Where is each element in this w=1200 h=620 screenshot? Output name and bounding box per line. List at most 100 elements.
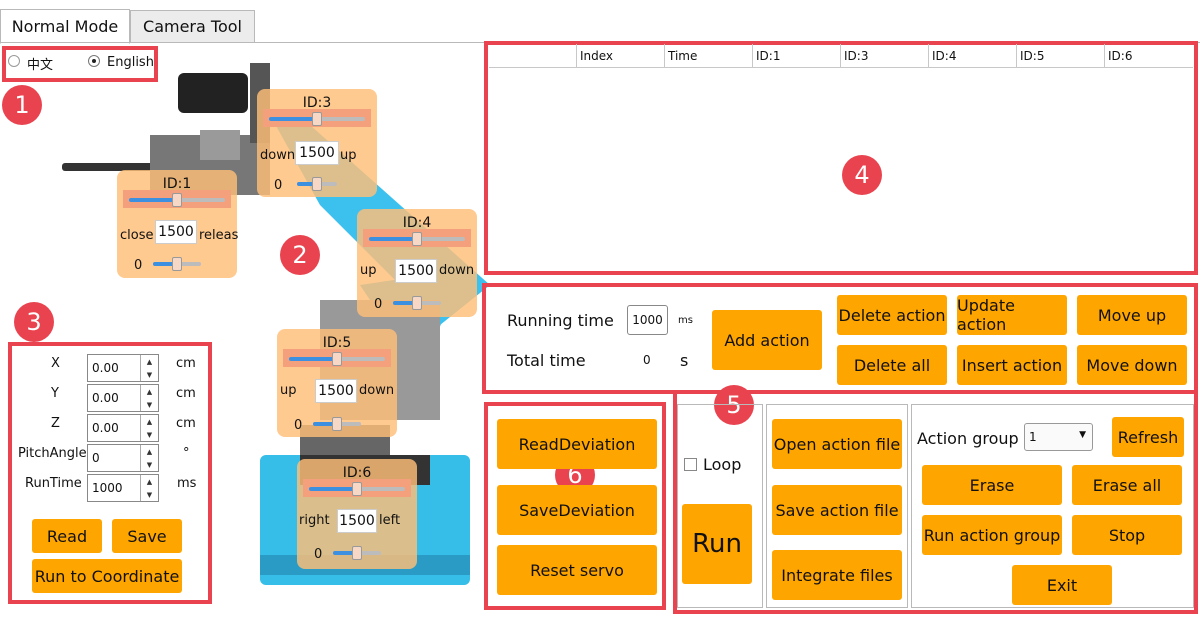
run-subpanel xyxy=(677,404,763,608)
servo-slider-fill xyxy=(269,117,317,121)
coord-z-spinbox[interactable]: 0.00▲▼ xyxy=(87,414,159,442)
servo-deviation-value: 0 xyxy=(134,258,143,273)
spinbox-arrows[interactable]: ▲▼ xyxy=(140,385,158,411)
servo-left-label: down xyxy=(260,148,296,163)
column-header-id6[interactable]: ID:6 xyxy=(1104,44,1193,68)
servo-slider-handle[interactable] xyxy=(312,112,322,126)
up-arrow-icon[interactable]: ▲ xyxy=(146,387,153,396)
coord-label-pitch: PitchAngle xyxy=(18,446,87,461)
down-arrow-icon[interactable]: ▼ xyxy=(146,400,153,409)
tab-normal-mode[interactable]: Normal Mode xyxy=(0,9,130,44)
column-header-index[interactable]: Index xyxy=(576,44,664,68)
open-action-file-button[interactable]: Open action file xyxy=(772,419,902,469)
servo-value-field[interactable]: 1500 xyxy=(395,259,437,283)
column-header-time[interactable]: Time xyxy=(664,44,752,68)
spinbox-arrows[interactable]: ▲▼ xyxy=(140,355,158,381)
chevron-down-icon: ▼ xyxy=(1079,430,1086,440)
coord-pitch-spinbox[interactable]: 0▲▼ xyxy=(87,444,159,472)
deviation-slider-handle[interactable] xyxy=(412,296,422,310)
action-group-label: Action group xyxy=(917,429,1019,448)
delete-action-button[interactable]: Delete action xyxy=(837,295,947,335)
coord-runtime-spinbox[interactable]: 1000▲▼ xyxy=(87,474,159,502)
deviation-slider-handle[interactable] xyxy=(172,257,182,271)
servo-right-label: left xyxy=(379,513,401,528)
servo-value-field[interactable]: 1500 xyxy=(155,220,197,244)
run-action-group-button[interactable]: Run action group xyxy=(922,515,1062,555)
spinbox-arrows[interactable]: ▲▼ xyxy=(140,445,158,471)
servo-panel-id1: ID:1 close 1500 releas 0 xyxy=(117,170,238,278)
column-header-id5[interactable]: ID:5 xyxy=(1016,44,1104,68)
spinbox-arrows[interactable]: ▲▼ xyxy=(140,475,158,501)
servo-panel-id5: ID:5 up 1500 down 0 xyxy=(277,329,397,437)
delete-all-button[interactable]: Delete all xyxy=(837,345,947,385)
action-table-header xyxy=(489,44,1193,68)
down-arrow-icon[interactable]: ▼ xyxy=(146,490,153,499)
spinbox-value: 1000 xyxy=(92,481,123,495)
insert-action-button[interactable]: Insert action xyxy=(957,345,1067,385)
read-button[interactable]: Read xyxy=(32,519,102,553)
servo-slider-handle[interactable] xyxy=(352,482,362,496)
action-group-select[interactable]: 1 ▼ xyxy=(1024,423,1093,451)
servo-title: ID:6 xyxy=(342,465,372,481)
radio-english-label: English xyxy=(107,55,154,70)
update-action-button[interactable]: Update action xyxy=(957,295,1067,335)
total-time-label: Total time xyxy=(507,351,586,370)
coord-y-spinbox[interactable]: 0.00▲▼ xyxy=(87,384,159,412)
move-up-button[interactable]: Move up xyxy=(1077,295,1187,335)
servo-panel-id4: ID:4 up 1500 down 0 xyxy=(357,209,477,317)
servo-right-label: down xyxy=(439,263,475,278)
read-deviation-button[interactable]: ReadDeviation xyxy=(497,419,657,469)
down-arrow-icon[interactable]: ▼ xyxy=(146,430,153,439)
up-arrow-icon[interactable]: ▲ xyxy=(146,447,153,456)
spinbox-arrows[interactable]: ▲▼ xyxy=(140,415,158,441)
running-time-input[interactable]: 1000 xyxy=(627,305,668,335)
radio-english[interactable] xyxy=(88,55,100,67)
down-arrow-icon[interactable]: ▼ xyxy=(146,460,153,469)
integrate-files-button[interactable]: Integrate files xyxy=(772,550,902,600)
loop-label: Loop xyxy=(703,455,742,474)
servo-value-field[interactable]: 1500 xyxy=(337,509,377,533)
move-down-button[interactable]: Move down xyxy=(1077,345,1187,385)
add-action-button[interactable]: Add action xyxy=(712,310,822,370)
deviation-slider-fill xyxy=(297,182,315,186)
deviation-slider-handle[interactable] xyxy=(332,417,342,431)
save-deviation-button[interactable]: SaveDeviation xyxy=(497,485,657,535)
deviation-slider-handle[interactable] xyxy=(352,546,362,560)
servo-value-field[interactable]: 1500 xyxy=(295,141,339,165)
up-arrow-icon[interactable]: ▲ xyxy=(146,357,153,366)
tab-camera-tool[interactable]: Camera Tool xyxy=(130,10,255,43)
servo-slider-handle[interactable] xyxy=(412,232,422,246)
radio-chinese[interactable] xyxy=(8,55,20,67)
coord-label-x: X xyxy=(51,356,60,371)
servo-value-field[interactable]: 1500 xyxy=(315,379,357,403)
exit-button[interactable]: Exit xyxy=(1012,565,1112,605)
deviation-slider-handle[interactable] xyxy=(312,177,322,191)
action-group-selected: 1 xyxy=(1029,430,1037,444)
erase-all-button[interactable]: Erase all xyxy=(1072,465,1182,505)
column-header-id3[interactable]: ID:3 xyxy=(840,44,928,68)
servo-deviation-value: 0 xyxy=(274,178,283,193)
reset-servo-button[interactable]: Reset servo xyxy=(497,545,657,595)
servo-slider-fill xyxy=(369,237,417,241)
servo-slider-handle[interactable] xyxy=(332,352,342,366)
run-to-coordinate-button[interactable]: Run to Coordinate xyxy=(32,559,182,593)
refresh-button[interactable]: Refresh xyxy=(1112,417,1184,457)
coord-x-spinbox[interactable]: 0.00▲▼ xyxy=(87,354,159,382)
up-arrow-icon[interactable]: ▲ xyxy=(146,477,153,486)
save-action-file-button[interactable]: Save action file xyxy=(772,485,902,535)
up-arrow-icon[interactable]: ▲ xyxy=(146,417,153,426)
erase-button[interactable]: Erase xyxy=(922,465,1062,505)
radio-chinese-label: 中文 xyxy=(27,58,54,73)
servo-right-label: up xyxy=(340,148,357,163)
run-button[interactable]: Run xyxy=(682,504,752,584)
save-button[interactable]: Save xyxy=(112,519,182,553)
column-header-id4[interactable]: ID:4 xyxy=(928,44,1016,68)
servo-slider-handle[interactable] xyxy=(172,193,182,207)
servo-title: ID:5 xyxy=(322,335,352,351)
column-header-id1[interactable]: ID:1 xyxy=(752,44,840,68)
servo-panel-id3: ID:3 down 1500 up 0 xyxy=(257,89,377,197)
stop-button[interactable]: Stop xyxy=(1072,515,1182,555)
loop-checkbox[interactable] xyxy=(684,458,697,471)
coord-label-runtime: RunTime xyxy=(25,476,82,491)
down-arrow-icon[interactable]: ▼ xyxy=(146,370,153,379)
